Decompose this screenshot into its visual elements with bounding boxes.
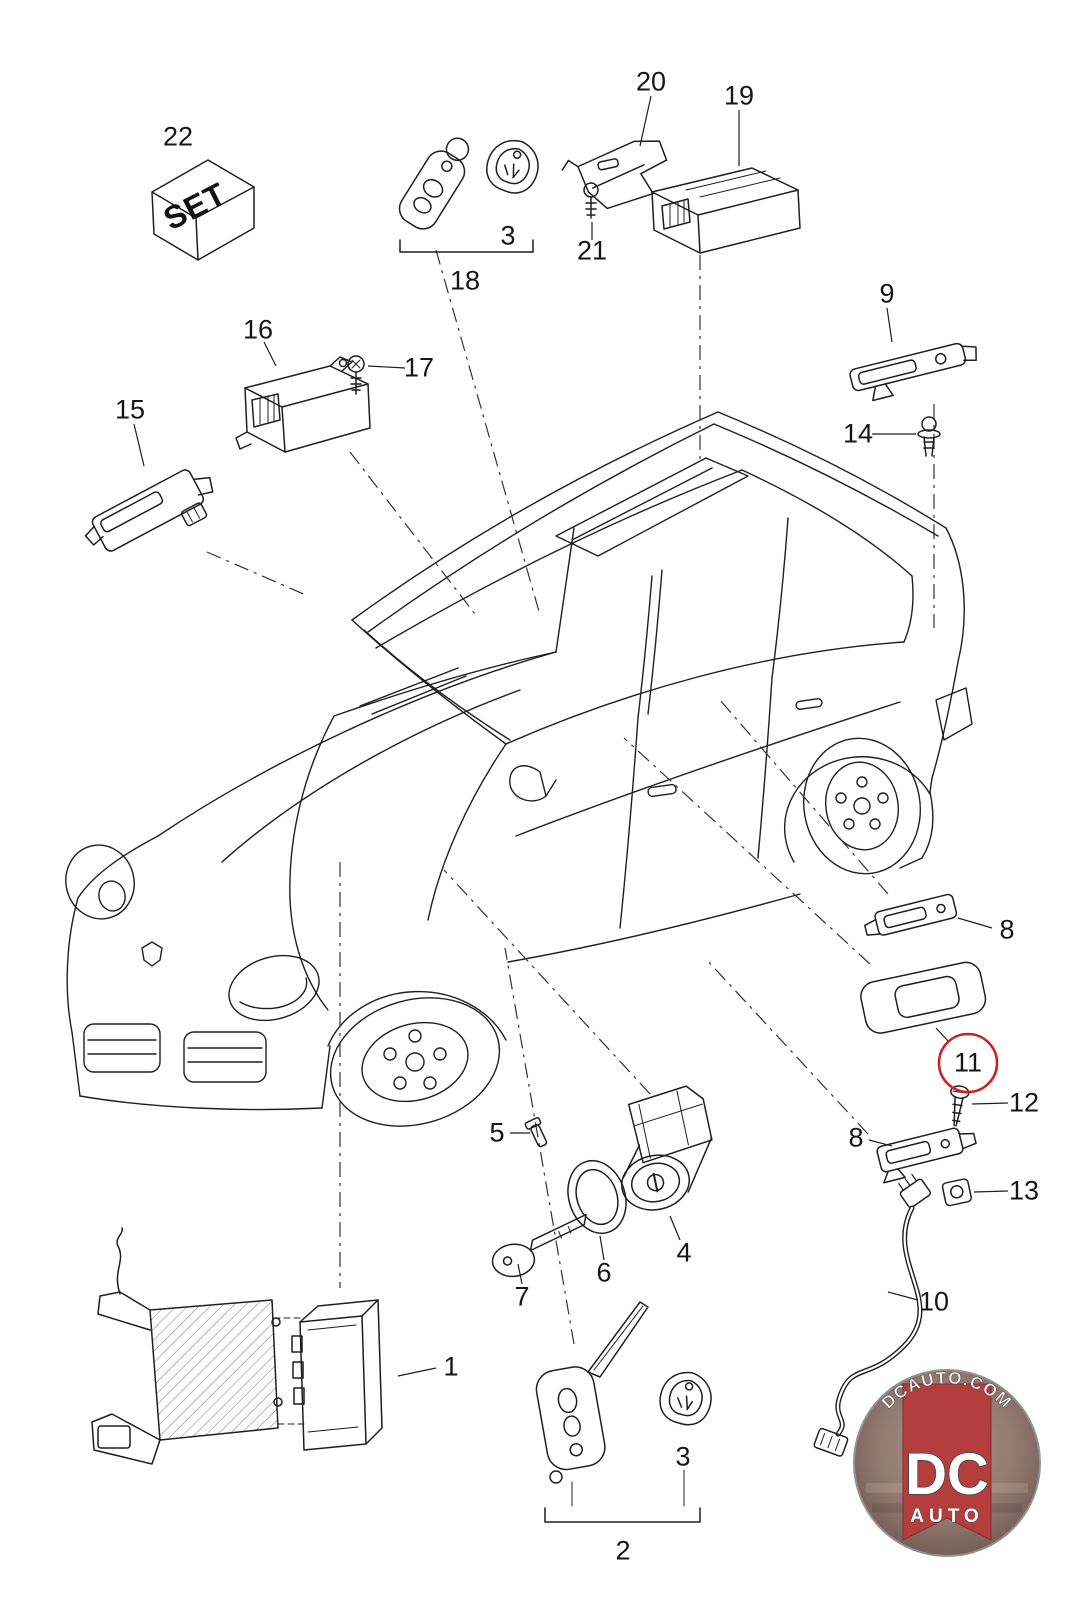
- callout-8-lower: 8: [848, 1122, 864, 1153]
- part-16-control-module: [235, 356, 371, 453]
- callout-12: 12: [1008, 1087, 1040, 1118]
- front-wheel: [329, 997, 501, 1127]
- part-3-key-head-top: [486, 139, 539, 194]
- bracket-2: [544, 1469, 701, 1523]
- part-8-antenna-upper: [864, 893, 958, 936]
- callout-22: 22: [162, 121, 194, 152]
- part-19-control-unit: [651, 167, 801, 254]
- part-1-control-unit-assembly: [91, 1227, 383, 1465]
- callout-3-bottom: 3: [675, 1441, 691, 1472]
- callout-15: 15: [114, 394, 146, 425]
- part-2-flip-key: [535, 1301, 649, 1484]
- callout-3-top: 3: [500, 220, 516, 251]
- highlight-circle-11: [937, 1032, 999, 1094]
- part-8-antenna-lower: [876, 1127, 977, 1184]
- callout-19: 19: [723, 80, 755, 111]
- car-illustration: [65, 411, 973, 1127]
- part-22-set-box: SET: [151, 159, 255, 261]
- part-3-key-head-bottom: [659, 1371, 712, 1426]
- callout-21: 21: [576, 235, 608, 266]
- part-20-bracket: [561, 140, 668, 210]
- rear-wheel: [802, 737, 922, 875]
- callout-16: 16: [242, 314, 274, 345]
- part-18-remote-key: [398, 137, 470, 230]
- callout-17: 17: [403, 352, 435, 383]
- watermark-logo: DCAUTO.COM DC AUTO: [853, 1368, 1041, 1557]
- callout-7: 7: [514, 1281, 530, 1312]
- set-box-label: SET: [158, 175, 232, 237]
- callout-14: 14: [842, 418, 874, 449]
- watermark-brand-text: DC: [905, 1442, 989, 1507]
- part-7-key-blade: [491, 1213, 587, 1278]
- watermark-banner: [902, 1383, 992, 1541]
- part-10-antenna-cable: [813, 1173, 932, 1457]
- callout-18: 18: [449, 265, 481, 296]
- part-14-clip: [917, 416, 941, 457]
- callout-13: 13: [1008, 1175, 1040, 1206]
- callout-4: 4: [676, 1237, 692, 1268]
- part-11-cover: [860, 961, 987, 1034]
- part-6-sealing-ring: [567, 1160, 627, 1234]
- part-13-nut: [941, 1178, 972, 1207]
- callout-8-upper: 8: [999, 914, 1015, 945]
- part-9-antenna-bracket: [849, 342, 977, 402]
- watermark-brand-sub-text: AUTO: [910, 1506, 983, 1527]
- callout-5: 5: [489, 1117, 505, 1148]
- part-15-control-unit: [84, 469, 214, 552]
- part-4-ignition-lock: [621, 1085, 713, 1211]
- callout-2: 2: [615, 1535, 631, 1566]
- part-17-screw: [347, 355, 365, 395]
- callout-11: 11: [953, 1047, 983, 1078]
- bracket-18: [399, 239, 534, 253]
- callout-6: 6: [596, 1257, 612, 1288]
- label-lines: [133, 95, 1009, 1377]
- part-5-pin: [524, 1116, 548, 1148]
- callout-9: 9: [879, 278, 895, 309]
- part-12-screw: [950, 1085, 970, 1127]
- callout-10: 10: [918, 1286, 950, 1317]
- leader-lines: [206, 249, 935, 1345]
- part-21-screw: [583, 182, 599, 219]
- callout-20: 20: [635, 66, 667, 97]
- callout-1: 1: [443, 1351, 459, 1382]
